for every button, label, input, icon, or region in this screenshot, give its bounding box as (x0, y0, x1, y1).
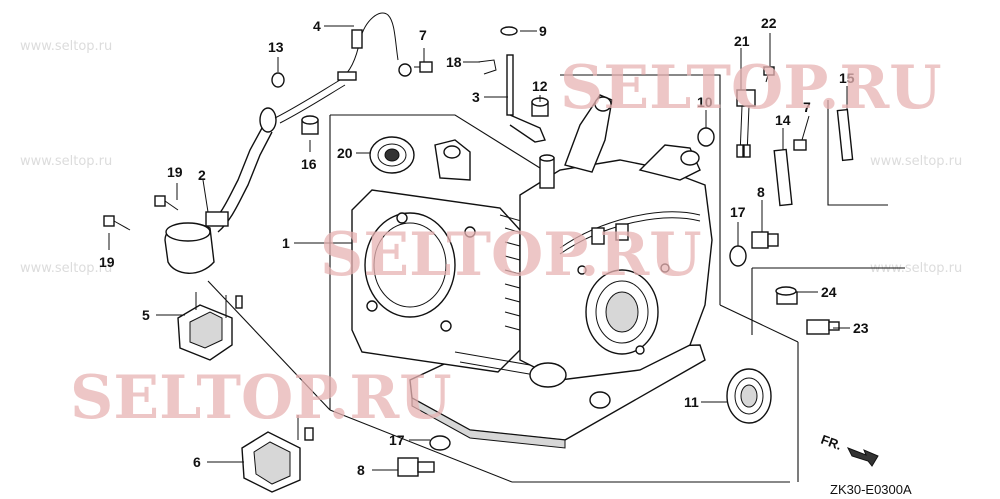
callout-1: 1 (282, 235, 290, 251)
callout-13: 13 (268, 39, 284, 55)
background-watermark-strip: www.seltop.ru www.seltop.ru www.seltop.r… (20, 39, 962, 276)
callout-6: 6 (193, 454, 201, 470)
front-direction-indicator: FR. (819, 432, 879, 467)
part-13-ring (271, 72, 285, 88)
callout-19-top: 19 (167, 164, 183, 180)
callout-21: 21 (734, 33, 750, 49)
callout-20: 20 (337, 145, 353, 161)
part-19-bolts (103, 195, 179, 231)
part-5-mount (177, 292, 243, 361)
oil-switch-housing (164, 107, 277, 274)
callout-17-bottom: 17 (389, 432, 405, 448)
part-8-bolt-right (751, 231, 779, 249)
part-17-washer-bottom (429, 435, 451, 451)
callout-12: 12 (532, 78, 548, 94)
callout-18: 18 (446, 54, 462, 70)
part-3-rod (506, 54, 546, 143)
part-24-plug (775, 286, 798, 305)
callout-11: 11 (684, 394, 699, 410)
callout-19-bottom: 19 (99, 254, 115, 270)
part-7-bolt-right (793, 139, 807, 151)
part-23-nozzle (806, 319, 840, 335)
watermark-small-5: www.seltop.ru (870, 261, 962, 276)
callout-16: 16 (301, 156, 317, 172)
callout-5: 5 (142, 307, 150, 323)
callout-23: 23 (853, 320, 869, 336)
watermark-small-2: www.seltop.ru (20, 154, 112, 169)
watermark-top: SELTOP.RU (560, 53, 942, 123)
assembly-frame (207, 74, 905, 483)
callout-2: 2 (198, 167, 206, 183)
part-7-bolt-top (414, 61, 433, 73)
callout-numbers: 4 7 9 18 3 12 13 16 20 2 19 19 1 5 6 10 … (99, 15, 869, 478)
callout-17-right: 17 (730, 204, 746, 220)
part-9-washer (500, 26, 518, 36)
callout-7-top: 7 (419, 27, 427, 43)
part-17-washer-right (729, 245, 747, 267)
callout-24: 24 (821, 284, 837, 300)
part-11-oil-seal (726, 368, 772, 424)
part-22-screw (763, 66, 775, 83)
watermark-bottom: SELTOP.RU (70, 363, 452, 433)
watermark-small-4: www.seltop.ru (870, 154, 962, 169)
part-18-clip (477, 59, 497, 75)
part-14-plate (773, 148, 793, 207)
fr-arrow-icon (846, 447, 879, 467)
callout-15: 15 (839, 70, 855, 86)
callout-8-right: 8 (757, 184, 765, 200)
wiring-lead (274, 12, 412, 124)
callout-3: 3 (472, 89, 480, 105)
part-8-bolt-bottom (397, 457, 435, 477)
part-16-spacer (301, 115, 319, 135)
callout-7-right: 7 (803, 99, 811, 115)
callout-22: 22 (761, 15, 777, 31)
part-21-switch (736, 89, 756, 158)
callout-8-bottom: 8 (357, 462, 365, 478)
callout-9: 9 (539, 23, 547, 39)
crankcase-cylinder-block (351, 94, 713, 449)
part-15-plate (836, 108, 854, 162)
fr-label: FR. (819, 432, 844, 453)
watermark-small-3: www.seltop.ru (20, 261, 112, 276)
part-20-bearing (369, 136, 415, 174)
callout-14: 14 (775, 112, 791, 128)
callout-10: 10 (697, 94, 713, 110)
watermark-small-1: www.seltop.ru (20, 39, 112, 54)
leader-lines (108, 25, 850, 471)
part-6-mount (241, 415, 314, 493)
part-10-ring (697, 127, 715, 147)
watermark-middle: SELTOP.RU (320, 220, 702, 290)
callout-4: 4 (313, 18, 321, 34)
watermarks: SELTOP.RU SELTOP.RU SELTOP.RU (70, 53, 942, 433)
diagram-code: ZK30-E0300A (830, 482, 912, 497)
